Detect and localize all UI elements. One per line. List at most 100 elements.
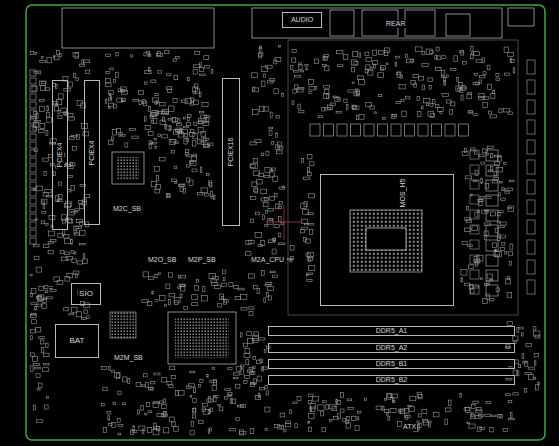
- component: [116, 52, 118, 56]
- component: [145, 126, 150, 130]
- component: [122, 403, 126, 405]
- component: [521, 333, 523, 336]
- component: [160, 103, 166, 106]
- component: [489, 111, 492, 114]
- component: [429, 86, 431, 90]
- component: [454, 56, 458, 62]
- component: [83, 259, 88, 264]
- component: [480, 197, 484, 199]
- component: [169, 385, 173, 388]
- component: [163, 412, 166, 417]
- component: [163, 117, 165, 122]
- component: [273, 275, 278, 277]
- component: [483, 102, 488, 107]
- component: [147, 302, 152, 306]
- component: [30, 52, 34, 55]
- component: [352, 67, 355, 72]
- component: [506, 378, 512, 380]
- component: [153, 423, 156, 428]
- component: [118, 391, 121, 395]
- component: [34, 363, 40, 365]
- component: [30, 158, 36, 164]
- component: [193, 387, 195, 392]
- component: [325, 108, 331, 110]
- component: [513, 68, 515, 73]
- component: [248, 338, 254, 343]
- component: [475, 261, 477, 267]
- component: [33, 405, 35, 410]
- component: [215, 285, 221, 288]
- component: [54, 56, 59, 60]
- component: [41, 221, 44, 224]
- component: [259, 53, 263, 57]
- component: [62, 257, 68, 261]
- component: [162, 378, 167, 382]
- component: [262, 67, 268, 72]
- component: [502, 242, 505, 245]
- component: [533, 327, 536, 330]
- component: [195, 51, 200, 54]
- component: [310, 404, 316, 409]
- component: [174, 427, 179, 432]
- component: [54, 277, 59, 282]
- component: [472, 226, 477, 231]
- component: [329, 420, 332, 422]
- component: [230, 398, 232, 403]
- component: [436, 105, 439, 108]
- component: [484, 231, 488, 235]
- component: [160, 120, 165, 124]
- part-outline: DDR5_B1: [268, 359, 515, 369]
- chipset-balls: [175, 318, 229, 358]
- component: [53, 172, 55, 176]
- component: [149, 277, 154, 280]
- component: [142, 429, 144, 434]
- component: [496, 167, 503, 172]
- component: [110, 68, 114, 70]
- component: [178, 275, 180, 278]
- component: [418, 394, 422, 399]
- component: [132, 430, 137, 432]
- component: [487, 197, 491, 199]
- component: [481, 278, 483, 280]
- component: [299, 111, 304, 113]
- component: [43, 158, 49, 161]
- component: [469, 111, 473, 113]
- component: [407, 59, 414, 63]
- component: [222, 283, 227, 286]
- component: [69, 313, 74, 315]
- component: [163, 399, 166, 403]
- component: [157, 426, 160, 431]
- component: [207, 173, 209, 175]
- component: [270, 79, 275, 82]
- part-label: SIO: [78, 290, 94, 298]
- component: [169, 126, 171, 131]
- component: [146, 382, 149, 387]
- component: [500, 247, 504, 250]
- slot-outline: PCIEX4: [52, 80, 68, 230]
- component: [152, 111, 158, 116]
- component: [253, 286, 257, 289]
- component: [201, 115, 207, 118]
- component: [35, 306, 37, 310]
- component: [309, 265, 315, 270]
- component: [58, 94, 63, 99]
- component: [38, 130, 44, 133]
- component: [47, 397, 49, 399]
- component: [35, 53, 37, 55]
- component: [148, 427, 152, 432]
- component: [399, 85, 405, 89]
- component: [517, 327, 519, 332]
- component: [265, 224, 268, 226]
- component: [406, 96, 410, 99]
- component: [67, 274, 73, 278]
- component: [30, 366, 33, 371]
- component: [114, 104, 117, 108]
- component: [165, 50, 169, 53]
- component: [114, 79, 116, 82]
- component: [387, 394, 392, 398]
- component: [250, 219, 254, 222]
- component: [171, 422, 175, 426]
- component: [241, 294, 247, 299]
- component: [243, 343, 247, 347]
- component: [274, 238, 276, 241]
